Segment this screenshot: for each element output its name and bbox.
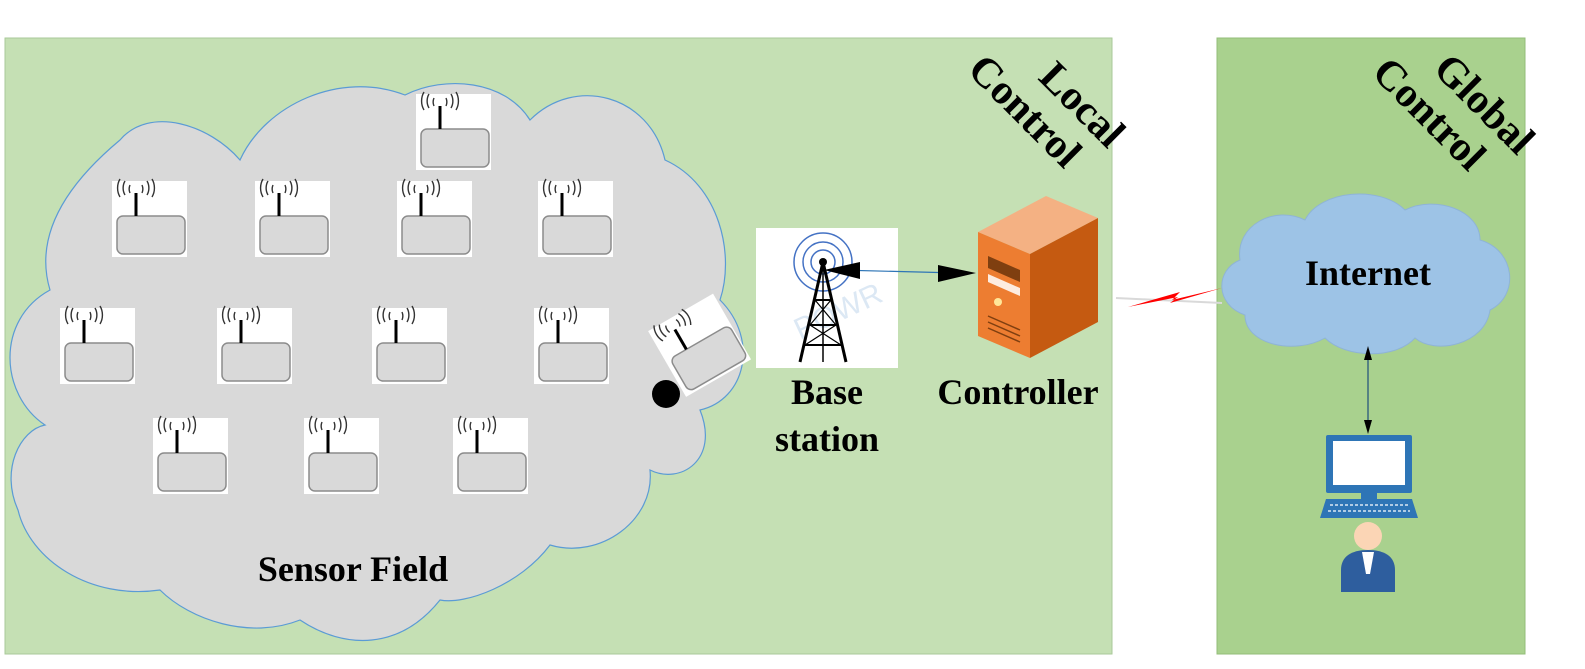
sensor-node-icon [451, 414, 530, 496]
base-station-label-line1: Base [791, 372, 863, 412]
server-tower-icon [978, 196, 1098, 358]
sensor-node-icon [253, 177, 332, 259]
user-icon [1341, 522, 1395, 592]
desktop-computer-icon [1320, 435, 1418, 518]
internet-cloud [1221, 193, 1511, 355]
sensor-node-icon [151, 414, 230, 496]
base-station-label-line2: station [775, 419, 879, 459]
wireless-link-icon [1115, 288, 1223, 307]
vertical-arrow-icon [1364, 346, 1372, 434]
sensor-node-icon [395, 177, 474, 259]
sensor-node-icon [58, 304, 137, 386]
sensor-node-icon [215, 304, 294, 386]
internet-label: Internet [1305, 253, 1431, 293]
sensor-node-icon [414, 90, 493, 172]
sensor-node-icon [536, 177, 615, 259]
sensor-node-icon [110, 177, 189, 259]
sensor-node-icon [302, 414, 381, 496]
controller-label: Controller [937, 372, 1098, 412]
radio-tower-icon: POWR [756, 228, 898, 368]
sensor-node-icon [532, 304, 611, 386]
sink-marker [652, 380, 680, 408]
bidirectional-arrow-icon [824, 262, 976, 282]
sensor-node-icon [370, 304, 449, 386]
sensor-field-label: Sensor Field [258, 549, 448, 589]
